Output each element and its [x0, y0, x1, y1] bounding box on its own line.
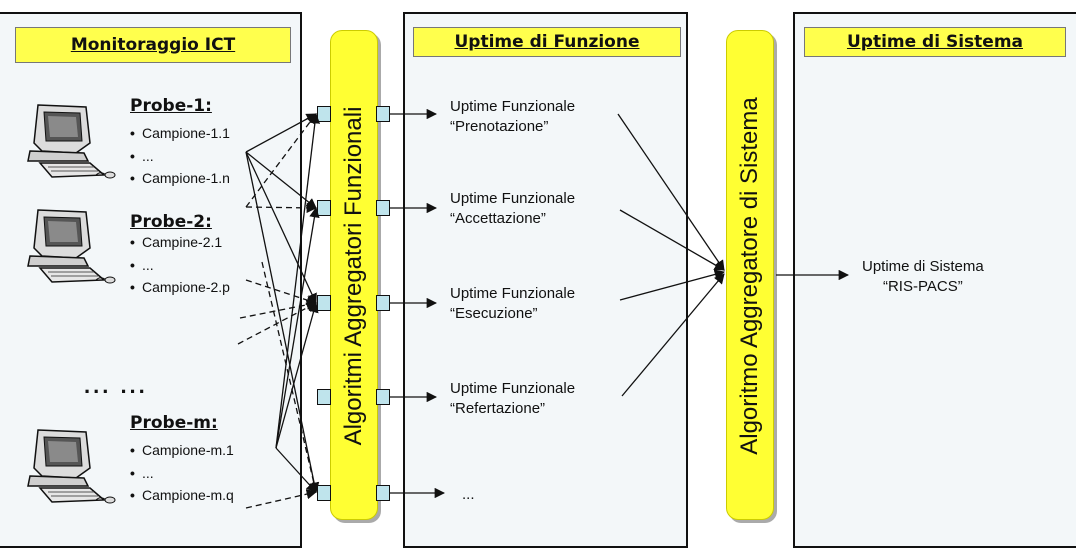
probe-1-sample-2: •...	[130, 148, 154, 164]
port-4	[317, 389, 331, 405]
probe-1-title: Probe-1:	[130, 96, 212, 116]
link-p2-f3a	[245, 279, 317, 306]
to-sys-3	[619, 269, 726, 301]
link-p1-f1	[245, 113, 317, 153]
probes-ellipsis: ... ...	[84, 373, 148, 398]
link-pm-q	[245, 489, 318, 509]
aggregator-system-bar	[726, 30, 774, 520]
aggregator-functional-bar	[330, 30, 378, 520]
probe-1-sample-3: •Campione-1.n	[130, 170, 230, 186]
uptime-sistema: Uptime di Sistema“RIS-PACS”	[862, 258, 984, 295]
link-p2-f3b	[239, 299, 318, 319]
out-port-4	[376, 389, 390, 405]
out-port-2	[376, 200, 390, 216]
header-uptime-sistema: Uptime di Sistema	[804, 27, 1066, 57]
link-pm-f1	[275, 112, 321, 449]
uptime-funzionale-4: Uptime Funzionale“Refertazione”	[450, 380, 576, 417]
link-p1-f2	[245, 151, 317, 209]
header-monitoraggio: Monitoraggio ICT	[15, 27, 291, 63]
link-pm-f5	[275, 447, 317, 493]
probe-2-sample-1: •Campine-2.1	[130, 234, 223, 250]
probe-2-title: Probe-2:	[130, 212, 212, 232]
probe-m-sample-1: •Campione-m.1	[130, 442, 234, 458]
link-p1-f3	[245, 151, 317, 304]
out-port-5	[376, 485, 390, 501]
probe-m-title: Probe-m:	[130, 413, 218, 433]
header-uptime-funzione: Uptime di Funzione	[413, 27, 681, 57]
to-sys-4	[621, 273, 725, 397]
uptime-funzionale-more: ...	[462, 486, 475, 503]
link-p2-f5	[261, 261, 319, 494]
panel-uptime-funzione	[403, 12, 688, 548]
probe-2-sample-3: •Campione-2.p	[130, 279, 230, 295]
probe-m-sample-2: •...	[130, 465, 154, 481]
uptime-funzionale-3: Uptime Funzionale“Esecuzione”	[450, 285, 576, 322]
link-p2-f2	[245, 202, 318, 214]
link-pm-f3	[275, 301, 319, 449]
uptime-funzionale-1: Uptime Funzionale“Prenotazione”	[450, 98, 576, 135]
probe-m-sample-3: •Campione-m.q	[130, 487, 234, 503]
out-port-1	[376, 106, 390, 122]
out-port-3	[376, 295, 390, 311]
to-sys-2	[619, 209, 725, 271]
link-p1-f5	[245, 151, 320, 494]
probe-1-sample-1: •Campione-1.1	[130, 125, 230, 141]
link-pm-f2	[275, 206, 320, 449]
probe-2-sample-2: •...	[130, 257, 154, 273]
uptime-funzionale-2: Uptime Funzionale“Accettazione”	[450, 190, 576, 227]
to-sys-1	[617, 113, 725, 271]
